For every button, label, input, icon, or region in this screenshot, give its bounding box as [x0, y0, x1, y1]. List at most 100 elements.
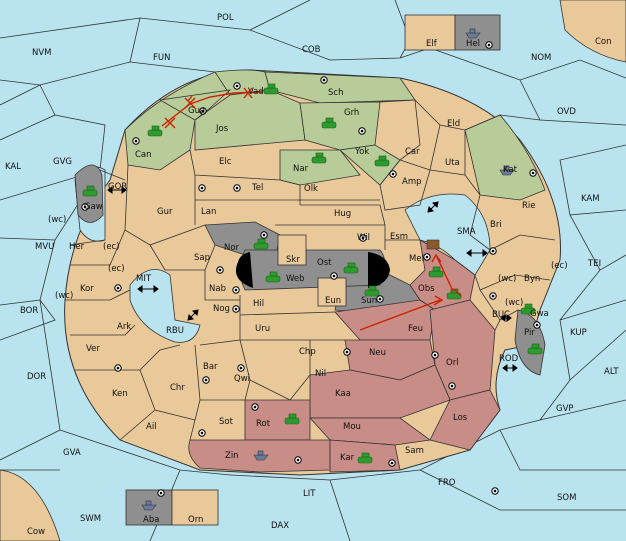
label-yok: Yok: [354, 147, 369, 157]
label-amp: Amp: [402, 177, 422, 187]
sea-som: SOM: [557, 493, 576, 503]
label-hel: Hel: [466, 39, 480, 49]
sea-rbu: RBU: [166, 326, 184, 336]
label-nab: Nab: [209, 284, 226, 294]
sea-ovd: OVD: [557, 107, 576, 117]
province-los[interactable]: [429, 389, 501, 451]
label-olk: Olk: [304, 184, 318, 194]
label-can: Can: [135, 150, 152, 160]
unit-supply-marker: [426, 239, 440, 250]
label-pir: Pir: [524, 328, 535, 338]
sea-gvp: GVP: [556, 404, 574, 414]
sea-cob: COB: [302, 45, 321, 55]
label-vad: Vad: [248, 87, 264, 97]
province-web-ost[interactable]: [239, 249, 386, 291]
province-borders: [65, 99, 556, 441]
sea-gvg: GVG: [53, 157, 72, 167]
sea-cow: Cow: [27, 527, 45, 537]
label-byn: Byn: [524, 274, 540, 284]
label-hug: Hug: [334, 209, 351, 219]
sea-kup: KUP: [570, 328, 587, 338]
sea-con: Con: [595, 37, 612, 47]
label-gaw: Gaw: [84, 202, 103, 212]
label-gur: Gur: [157, 207, 173, 217]
label-nil: Nil: [315, 369, 326, 379]
label-eld: Eld: [447, 119, 460, 129]
black-center-left: [235, 252, 253, 288]
sea-sma: SMA: [457, 227, 476, 237]
label-elf: Elf: [426, 39, 438, 49]
label-gua: Gua: [188, 106, 205, 116]
province-mou[interactable]: [309, 417, 432, 446]
sea-tei: TEI: [587, 259, 601, 269]
coast-label: (wc): [505, 298, 523, 308]
label-nog: Nog: [213, 304, 230, 314]
label-nar: Nar: [293, 164, 309, 174]
label-kar: Kar: [340, 453, 355, 463]
label-rot: Rot: [256, 419, 271, 429]
sea-swm: SWM: [80, 514, 101, 524]
label-jos: Jos: [215, 124, 229, 134]
label-ail: Ail: [146, 422, 157, 432]
province-skr[interactable]: [277, 234, 307, 266]
province-gua[interactable]: [158, 89, 232, 121]
coast-label: (ec): [551, 261, 568, 271]
label-qwi: Qwi: [234, 374, 250, 384]
sea-mvu: MVU: [35, 242, 54, 252]
label-mel: Mel: [409, 254, 424, 264]
label-sch: Sch: [328, 88, 343, 98]
sea-fun: FUN: [153, 53, 170, 63]
sea-rbu-inner: [129, 268, 201, 343]
sea-dax: DAX: [271, 521, 289, 531]
label-esm: Esm: [390, 232, 408, 242]
label-ken: Ken: [112, 389, 128, 399]
coast-label: (wc): [55, 291, 73, 301]
province-labels: Elf Hel Aba Orn Sch Vad Gua Grh Jos Can …: [69, 39, 549, 525]
province-orn[interactable]: [171, 489, 219, 526]
sea-buc: BUC: [492, 310, 510, 320]
label-chp: Chp: [299, 347, 316, 357]
label-elc: Elc: [219, 157, 232, 167]
label-chr: Chr: [170, 383, 185, 393]
black-center-right: [368, 252, 390, 288]
label-car: Car: [405, 147, 420, 157]
sea-fro: FRO: [438, 478, 456, 488]
sea-nvm: NVM: [32, 48, 52, 58]
label-kat: Kat: [503, 165, 518, 175]
sea-bor: BOR: [20, 306, 38, 316]
passage-arrows: [107, 186, 518, 372]
label-hil: Hil: [253, 299, 264, 309]
label-kor: Kor: [80, 284, 94, 294]
label-ark: Ark: [117, 322, 131, 332]
label-rie: Rie: [522, 201, 536, 211]
sea-kam: KAM: [581, 194, 600, 204]
label-ost: Ost: [317, 258, 332, 268]
sea-alt: ALT: [604, 367, 619, 377]
label-wil: Wil: [357, 233, 370, 243]
sea-kal: KAL: [5, 162, 21, 172]
province-kat[interactable]: [464, 114, 546, 201]
sea-dor: DOR: [27, 372, 46, 382]
coast-label: (ec): [108, 264, 125, 274]
label-her: Her: [69, 242, 85, 252]
orders: [161, 87, 462, 331]
coast-label: (wc): [498, 274, 516, 284]
label-eun: Eun: [325, 296, 341, 306]
label-orl: Orl: [446, 358, 459, 368]
label-ver: Ver: [86, 344, 100, 354]
sea-rod: ROD: [499, 354, 519, 364]
label-uta: Uta: [445, 158, 460, 168]
coast-label: (wc): [48, 215, 66, 225]
label-bri: Bri: [490, 220, 502, 230]
units: [82, 28, 543, 511]
sea-labels: POL COB NVM FUN NOM Con OVD KAL GVG KAM …: [5, 13, 619, 537]
unit-fleet: [141, 28, 515, 511]
sea-lit: LIT: [303, 489, 316, 499]
label-neu: Neu: [369, 348, 386, 358]
label-zin: Zin: [225, 451, 239, 461]
label-kaa: Kaa: [335, 389, 351, 399]
province-nar[interactable]: [279, 149, 361, 186]
sea-pol: POL: [217, 13, 234, 23]
label-bar: Bar: [203, 362, 218, 372]
